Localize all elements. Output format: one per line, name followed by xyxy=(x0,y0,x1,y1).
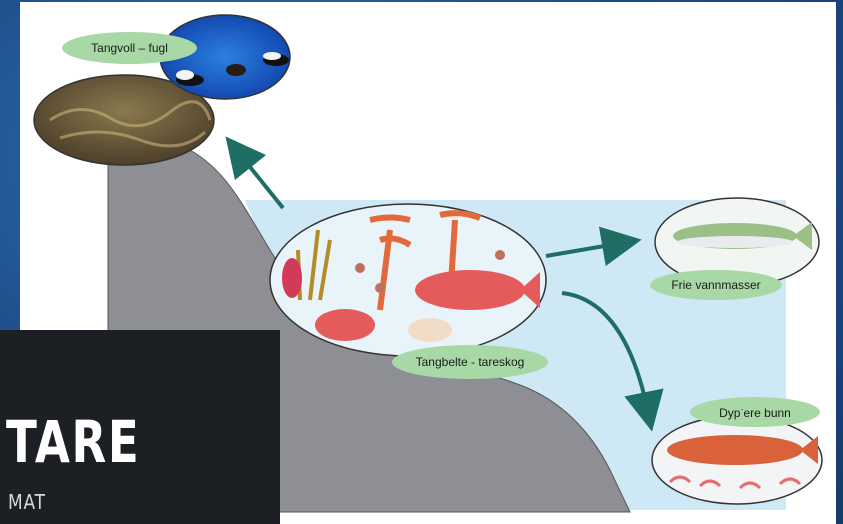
brand-panel: TARE MAT xyxy=(0,330,280,524)
crab xyxy=(315,309,375,341)
arrow-to-shore xyxy=(238,152,283,208)
label-tangbelte-tareskog-text: Tangbelte - tareskog xyxy=(416,355,525,369)
redfish xyxy=(415,270,525,310)
label-frie-vannmasser-text: Frie vannmasser xyxy=(671,278,760,292)
label-tangvoll-fugl-text: Tangvoll – fugl xyxy=(91,41,168,55)
label-frie-vannmasser: Frie vannmasser xyxy=(650,270,782,300)
label-dypere-bunn-text: Dyp·ere bunn xyxy=(719,404,791,420)
brand-subtitle: MAT xyxy=(8,490,46,514)
brand-title: TARE xyxy=(6,408,140,476)
label-dypere-bunn-part2: ere bunn xyxy=(743,406,790,420)
label-dypere-bunn-part1: Dyp xyxy=(719,406,740,420)
label-dypere-bunn: Dyp·ere bunn xyxy=(690,397,820,427)
label-tangbelte-tareskog: Tangbelte - tareskog xyxy=(392,345,548,379)
label-tangvoll-fugl: Tangvoll – fugl xyxy=(62,32,197,64)
